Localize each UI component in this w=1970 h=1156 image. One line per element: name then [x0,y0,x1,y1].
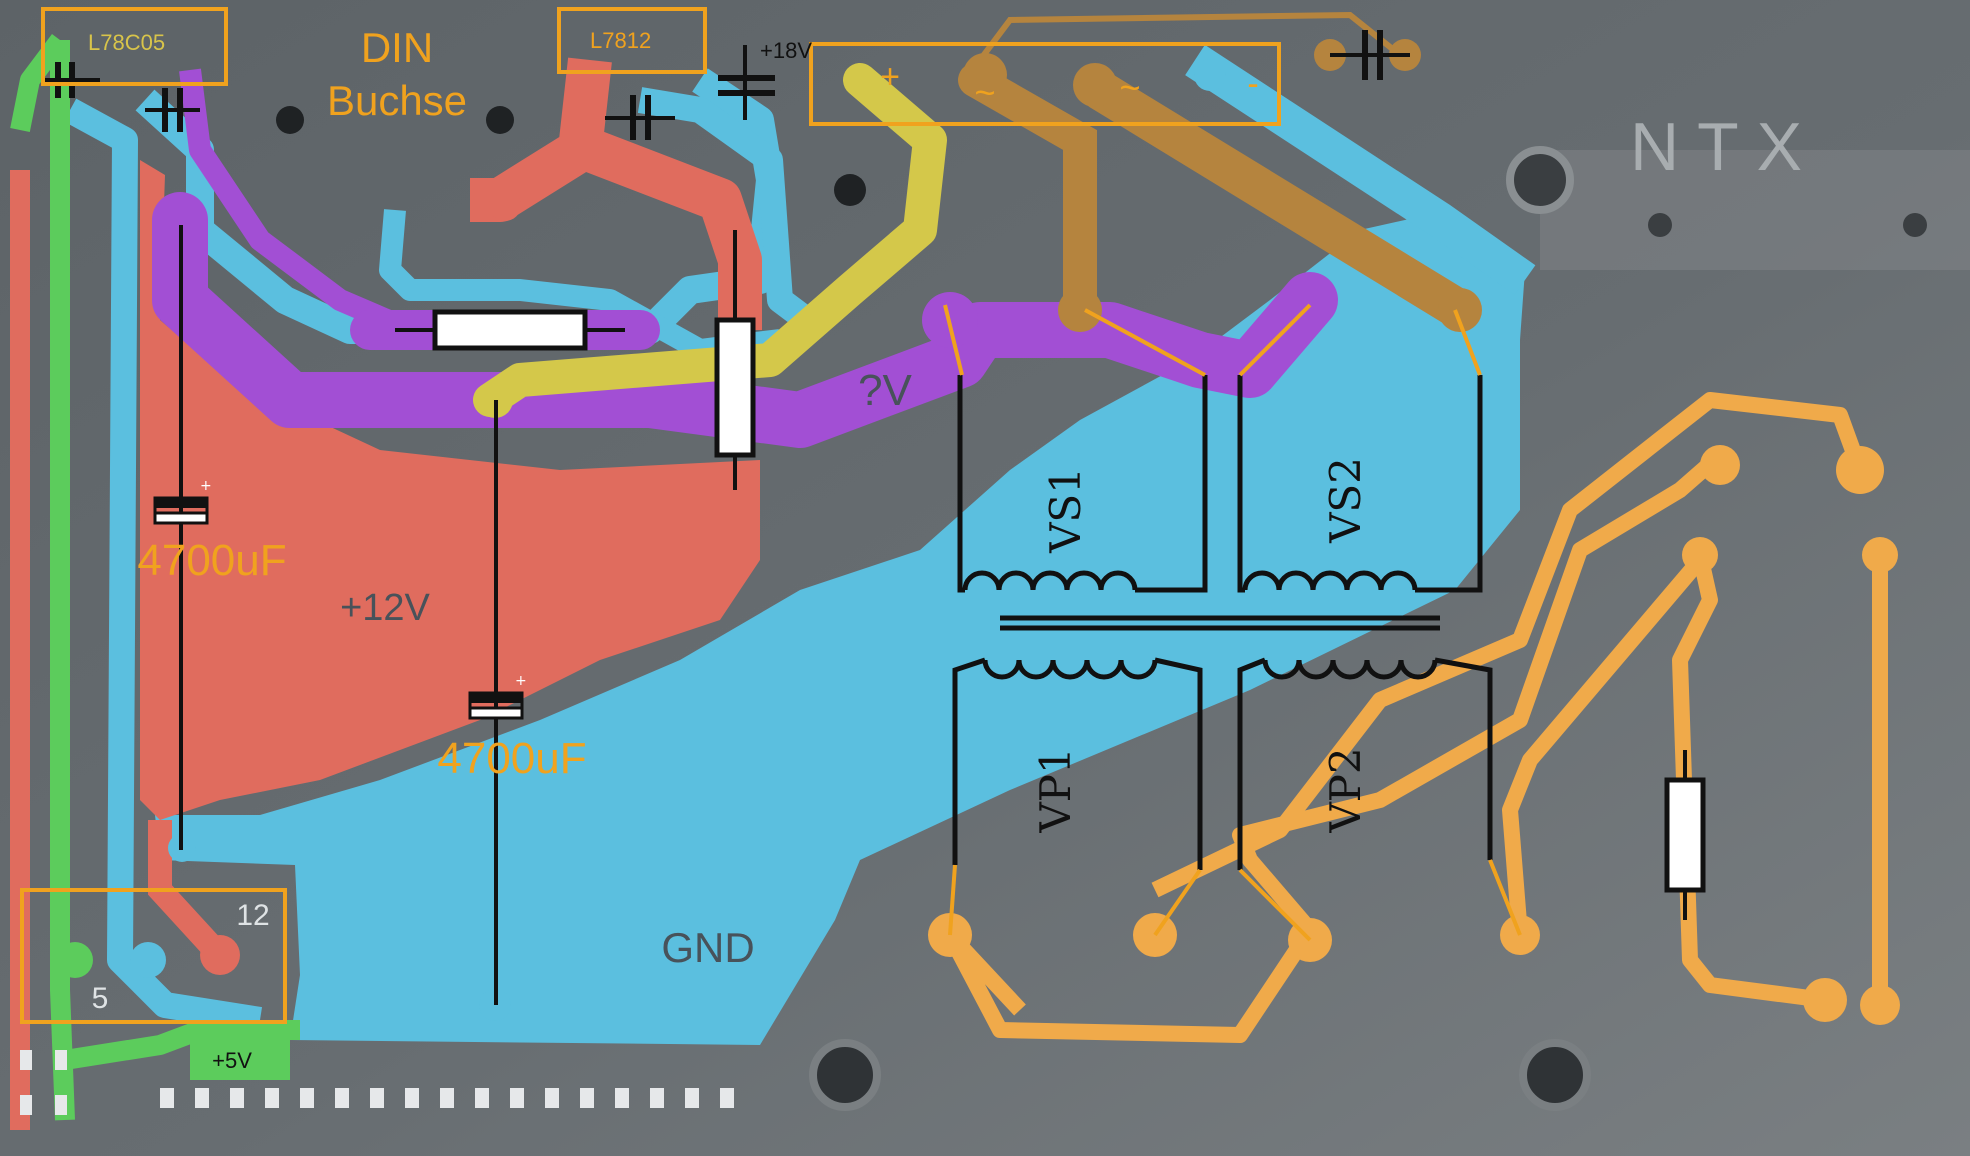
conn-pad-5 [57,942,93,978]
rectifier-tilde-1: ~ [974,72,995,113]
v18-trace [473,63,947,417]
primary-pad-5 [1836,446,1884,494]
rectifier-tilde-2: ~ [1119,67,1140,108]
svg-text:+: + [200,478,212,494]
conn-5-label: 5 [92,982,109,1015]
primary-trace-b [1232,448,1726,936]
gnd-trace-left [63,98,263,1033]
brand-hole-2 [1903,213,1927,237]
gnd-label: GND [661,924,754,971]
cap1-label: 4700uF [137,536,286,585]
primary-pad-10 [1860,985,1900,1025]
primary-winding-2 [1262,659,1438,680]
brand-label: NTX [1630,109,1820,185]
buchse-label: Buchse [327,77,467,124]
v12-trace-upper [470,57,762,330]
conn-12-label: 12 [236,899,269,932]
primary-pad-9 [1803,978,1847,1022]
svg-text:+: + [515,673,527,689]
ac-pad-4 [1438,288,1482,332]
secondary-winding-2 [1242,570,1418,591]
connector-box [20,888,287,1024]
cap-reg5-out [145,88,200,132]
gnd-trace-reg [637,87,828,341]
din-hole-center [834,174,866,206]
brand-hole-1 [1648,213,1672,237]
cap-electrolytic-2: + [468,400,527,1005]
rectifier-plus: + [880,58,900,96]
cap-ac [1330,30,1410,80]
din-hole-left [276,106,304,134]
primary-pad-6 [1700,445,1740,485]
rectifier-box [809,42,1281,126]
transformer-symbol [952,375,1493,870]
reg5-label: L78C05 [88,30,165,55]
ac-pad-1 [963,53,1007,97]
cap-reg12-in [718,45,775,120]
ac-trace-b [1080,70,1480,330]
ac-trace-a [958,63,1097,327]
reg12-label: L7812 [590,28,651,53]
reg12-box [557,7,707,74]
v12-label: +12V [340,587,430,629]
transformer-pins [943,303,1522,942]
cap2-label: 4700uF [437,734,586,783]
cap-reg5-in [45,62,100,98]
vp1-label: VP1 [1031,747,1080,833]
ac-pad-2 [1073,63,1117,107]
mount-hole-bottom-right [1519,1039,1591,1111]
resistor-vertical [714,230,756,490]
unknown-voltage-label: ?V [858,366,912,415]
v5-pad [190,1040,290,1080]
v5-trace [10,34,300,1121]
cap-electrolytic-1: + [153,225,212,850]
primary-pad-7 [1682,537,1718,573]
primary-pad-8 [1862,537,1898,573]
vs1-label: VS1 [1041,467,1090,554]
board-light-region [1540,150,1970,270]
din-label: DIN [361,24,433,71]
conn-pad-gnd [130,942,166,978]
ac-pad-3 [1058,288,1102,332]
resistor-primary [1664,750,1706,920]
mount-hole-top [1506,146,1574,214]
v18-label: +18V [760,38,812,63]
vp2-label: VP2 [1321,747,1370,833]
mount-hole-bottom-left [809,1039,881,1111]
v12-copper-pour [140,160,760,820]
v5-label: +5V [212,1048,252,1073]
cap-reg12-out [605,95,675,140]
v12-pad-din [489,189,521,221]
v12-pad-conn [200,935,240,975]
rectifier-minus: - [1247,65,1258,103]
edge-connector [20,1050,734,1115]
din-hole-right [486,106,514,134]
ac-trace-top [977,11,1402,62]
vs2-label: VS2 [1321,457,1370,544]
gnd-pad-minus [1194,59,1226,91]
primary-trace-a [1151,392,1868,898]
gnd-trace-upper [1185,44,1536,295]
primary-winding-1 [982,659,1158,680]
vq-trace-upper [179,68,415,341]
secondary-winding-1 [962,570,1138,591]
reg5-box [41,7,228,86]
resistor-horizontal [395,309,625,351]
